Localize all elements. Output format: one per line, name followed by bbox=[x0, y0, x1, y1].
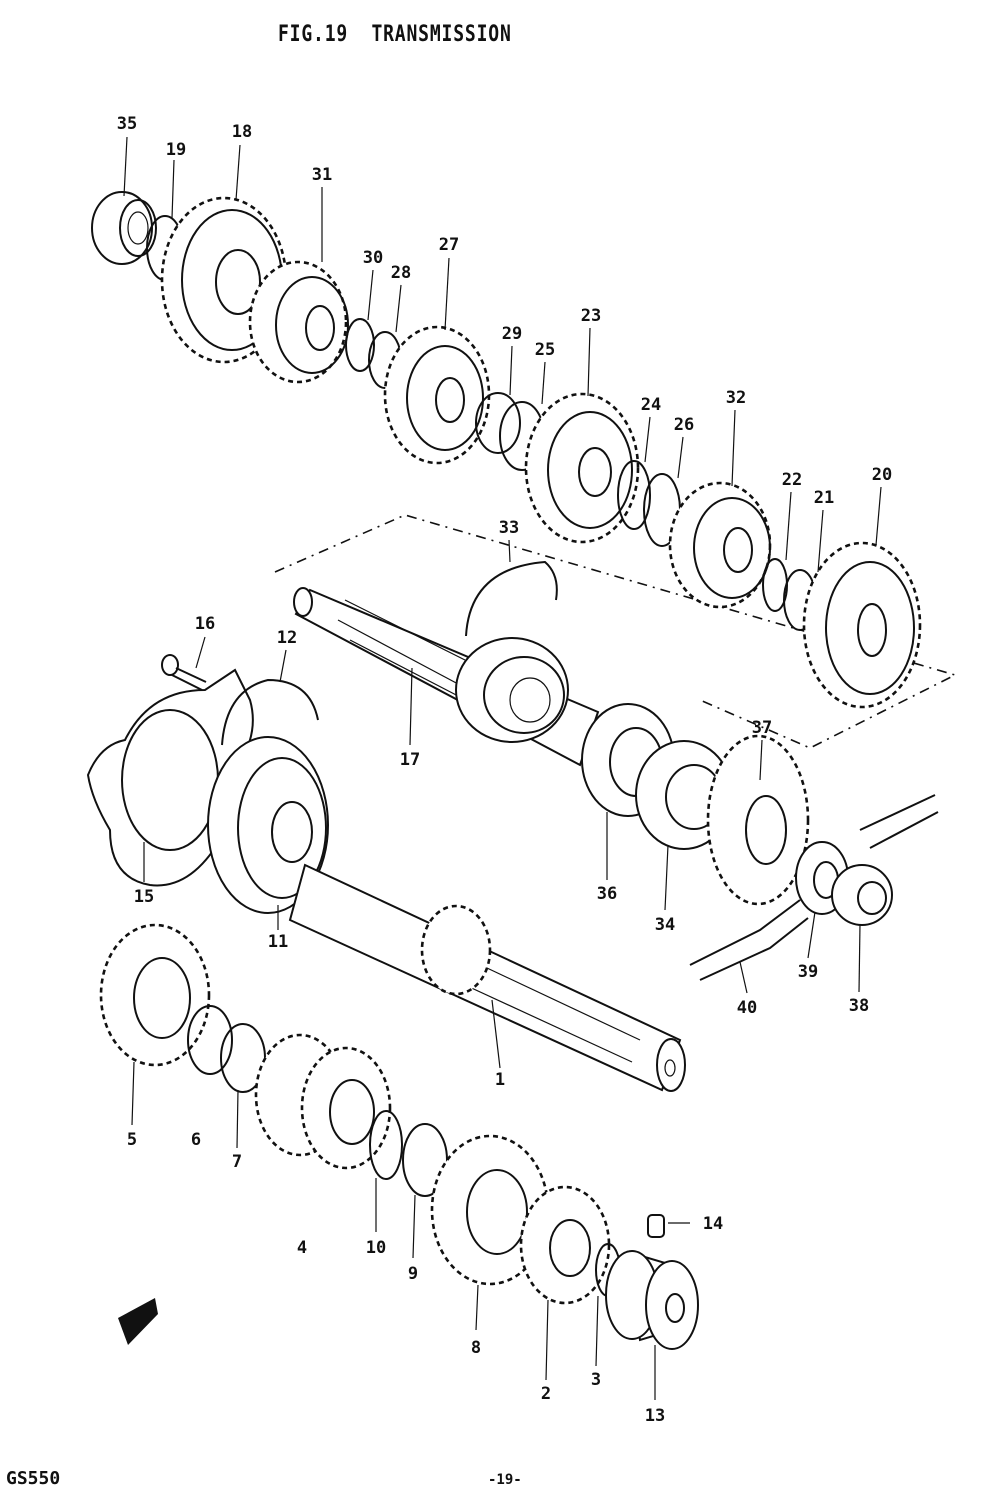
part-37-engine-sprocket bbox=[706, 734, 810, 906]
part-24-circlip bbox=[617, 460, 651, 530]
part-5-gear bbox=[99, 923, 211, 1067]
callout-21: 21 bbox=[813, 488, 835, 508]
callout-20: 20 bbox=[871, 465, 893, 485]
callout-32: 32 bbox=[725, 388, 747, 408]
callout-24: 24 bbox=[640, 395, 662, 415]
callout-15: 15 bbox=[133, 887, 155, 907]
model-label: GS550 bbox=[6, 1468, 61, 1489]
callout-14: 14 bbox=[702, 1214, 724, 1234]
figure-title: FIG.19 TRANSMISSION bbox=[278, 22, 512, 47]
callout-31: 31 bbox=[311, 165, 333, 185]
page-number: -19- bbox=[488, 1472, 522, 1488]
callout-29: 29 bbox=[501, 324, 523, 344]
countershaft-bearing bbox=[455, 637, 569, 743]
part-33-snap-ring bbox=[465, 560, 558, 637]
callout-11: 11 bbox=[267, 932, 289, 952]
callout-13: 13 bbox=[644, 1406, 666, 1426]
callout-30: 30 bbox=[362, 248, 384, 268]
callout-6: 6 bbox=[190, 1130, 202, 1150]
callout-5: 5 bbox=[126, 1130, 138, 1150]
part-29-washer bbox=[475, 392, 521, 454]
part-13-bearing bbox=[605, 1250, 699, 1350]
callout-1: 1 bbox=[494, 1070, 506, 1090]
part-38-nut bbox=[831, 864, 893, 926]
part-40-drive-chain bbox=[689, 794, 939, 981]
callout-22: 22 bbox=[781, 470, 803, 490]
countershaft-assembly-boundary bbox=[274, 514, 958, 749]
callout-34: 34 bbox=[654, 915, 676, 935]
part-2-gear bbox=[519, 1185, 611, 1305]
leader-lines bbox=[123, 136, 882, 1400]
part-27-gear bbox=[383, 325, 491, 465]
part-16-screw bbox=[161, 654, 207, 691]
callout-36: 36 bbox=[596, 884, 618, 904]
callout-38: 38 bbox=[848, 996, 870, 1016]
callout-19: 19 bbox=[165, 140, 187, 160]
part-4-gear bbox=[254, 1033, 392, 1170]
callout-35: 35 bbox=[116, 114, 138, 134]
front-direction-arrow bbox=[118, 1298, 158, 1345]
callout-33: 33 bbox=[498, 518, 520, 538]
callout-27: 27 bbox=[438, 235, 460, 255]
part-20-gear bbox=[802, 541, 922, 709]
callout-2: 2 bbox=[540, 1384, 552, 1404]
part-31-gear bbox=[248, 260, 349, 384]
part-9-washer bbox=[402, 1123, 448, 1197]
part-32-gear bbox=[668, 481, 772, 609]
callout-28: 28 bbox=[390, 263, 412, 283]
callout-8: 8 bbox=[470, 1338, 482, 1358]
callout-7: 7 bbox=[231, 1152, 243, 1172]
drive-shaft-integral-gear bbox=[420, 904, 492, 996]
callout-25: 25 bbox=[534, 340, 556, 360]
part-11-bearing bbox=[207, 736, 329, 914]
callout-18: 18 bbox=[231, 122, 253, 142]
callout-16: 16 bbox=[194, 614, 216, 634]
callout-37: 37 bbox=[751, 718, 773, 738]
callout-23: 23 bbox=[580, 306, 602, 326]
part-10-circlip bbox=[369, 1110, 403, 1180]
callout-4: 4 bbox=[296, 1238, 308, 1258]
callout-12: 12 bbox=[276, 628, 298, 648]
callout-17: 17 bbox=[399, 750, 421, 770]
part-30-circlip bbox=[345, 318, 375, 372]
callout-39: 39 bbox=[797, 962, 819, 982]
part-6-washer bbox=[187, 1005, 233, 1075]
callout-9: 9 bbox=[407, 1264, 419, 1284]
part-1-drive-shaft bbox=[288, 863, 686, 1092]
callout-40: 40 bbox=[736, 998, 758, 1018]
callout-3: 3 bbox=[590, 1370, 602, 1390]
part-12-circlip bbox=[221, 678, 319, 746]
callout-26: 26 bbox=[673, 415, 695, 435]
callout-10: 10 bbox=[365, 1238, 387, 1258]
part-23-gear bbox=[524, 392, 640, 544]
part-14-pin bbox=[647, 1214, 665, 1238]
